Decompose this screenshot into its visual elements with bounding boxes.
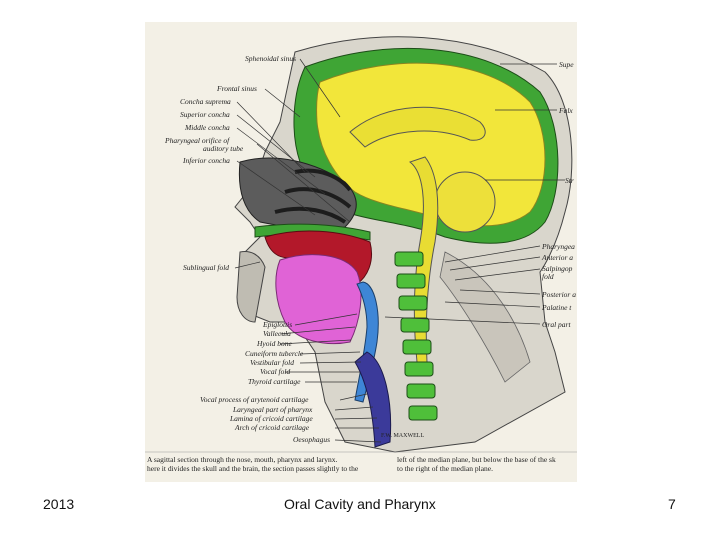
caption-line1-right: left of the median plane, but below the … [397,455,556,464]
label-vocal-process: Vocal process of arytenoid cartilage [200,395,308,404]
label-auditory-tube: auditory tube [203,144,243,153]
label-epiglottis: Epiglottis [263,320,292,329]
label-right-palatine: Palatine t [542,303,571,312]
label-right-posterior: Posterior a [542,290,576,299]
label-cuneiform-tubercle: Cuneiform tubercle [245,349,303,358]
label-right-anterior: Anterior a [542,253,573,262]
caption-line2-right: to the right of the median plane. [397,464,493,473]
label-middle-concha: Middle concha [185,123,230,132]
caption-line1-left: A sagittal section through the nose, mou… [147,455,337,464]
label-vocal-fold: Vocal fold [260,367,290,376]
anatomy-figure: Sphenoidal sinus Frontal sinus Concha su… [145,22,577,482]
label-concha-suprema: Concha suprema [180,97,231,106]
footer-year: 2013 [43,496,74,512]
label-frontal-sinus: Frontal sinus [217,84,257,93]
label-cricoid-arch: Arch of cricoid cartilage [235,423,309,432]
label-right-pharyngea: Pharyngea [542,242,575,251]
label-cricoid-lamina: Lamina of cricoid cartilage [230,414,313,423]
footer-page-number: 7 [668,496,676,512]
label-right-fold: fold [542,272,554,281]
sagittal-section-illustration [145,22,577,482]
label-right-falx: Falx [559,106,573,115]
footer-title: Oral Cavity and Pharynx [284,496,436,512]
label-sublingual-fold: Sublingual fold [183,263,229,272]
label-superior-concha: Superior concha [180,110,230,119]
artist-signature: F.W. MAXWELL [381,432,424,441]
label-oesophagus: Oesophagus [293,435,330,444]
label-inferior-concha: Inferior concha [183,156,230,165]
label-laryngeal-pharynx: Laryngeal part of pharynx [233,405,312,414]
label-right-str: Str [565,176,574,185]
label-right-supe: Supe [559,60,574,69]
label-right-oral-part: Oral part [542,320,571,329]
label-vallecula: Vallecula [263,329,291,338]
label-sphenoidal-sinus: Sphenoidal sinus [245,54,296,63]
label-thyroid-cartilage: Thyroid cartilage [248,377,300,386]
label-vestibular-fold: Vestibular fold [250,358,294,367]
caption-line2-left: here it divides the skull and the brain,… [147,464,358,473]
label-hyoid-bone: Hyoid bone [257,339,292,348]
